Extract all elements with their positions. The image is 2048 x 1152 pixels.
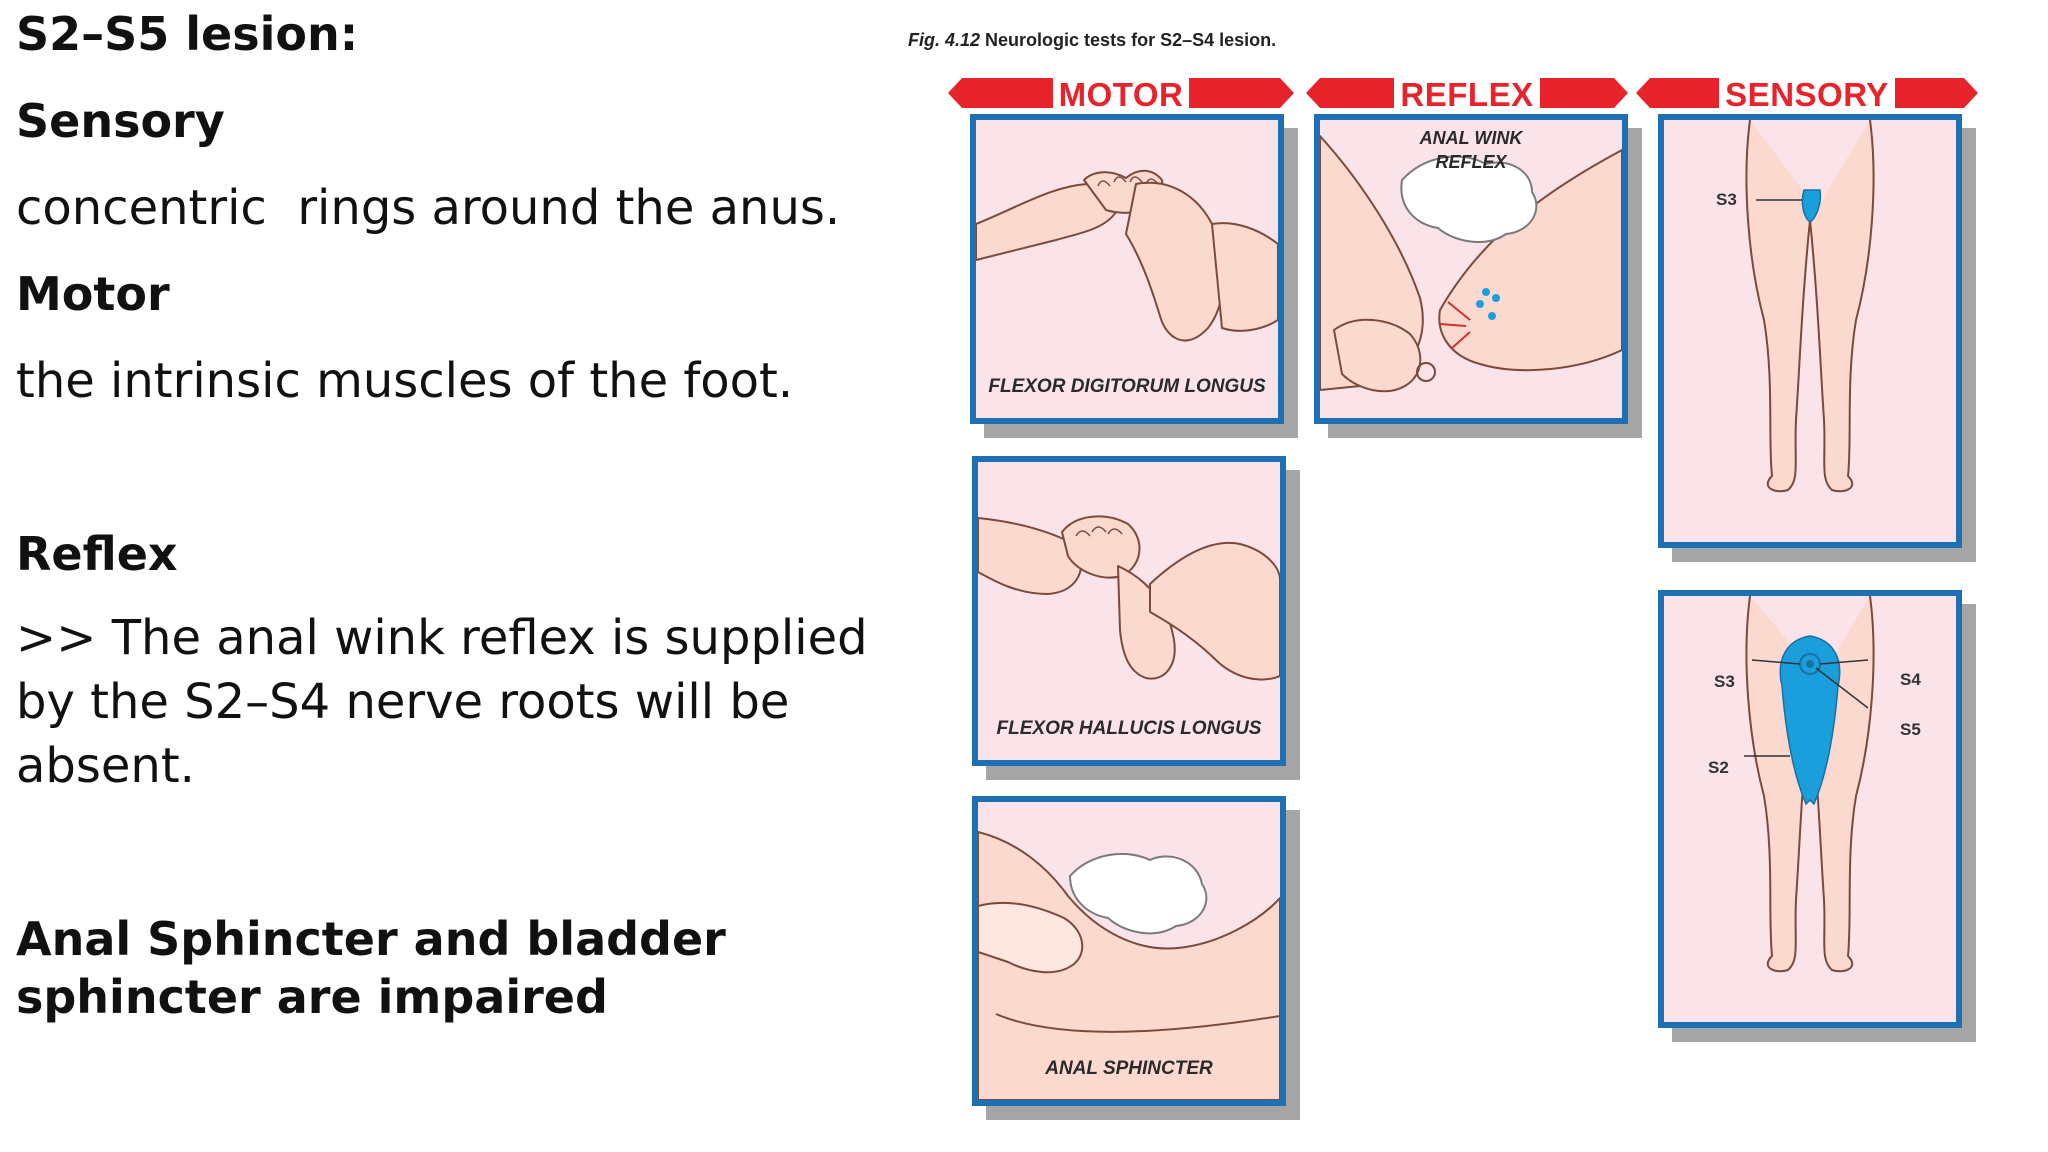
reflex-label-line2: REFLEX: [1435, 152, 1507, 172]
dermatome-label-s3: S3: [1716, 190, 1737, 209]
motor-heading: Motor: [16, 267, 170, 321]
panel-flexor-digitorum-longus: FLEXOR DIGITORUM LONGUS: [970, 114, 1284, 424]
sensory-text: concentric rings around the anus.: [16, 180, 841, 236]
panel-sensory-front: S3: [1658, 114, 1962, 548]
sensory-column-label: SENSORY: [1719, 76, 1895, 113]
dermatome-label-s2: S2: [1708, 758, 1729, 777]
figure-number: Fig. 4.12: [908, 30, 981, 50]
dermatome-label-s3: S3: [1714, 672, 1735, 691]
motor-column-label: MOTOR: [1052, 76, 1190, 113]
slide-title: S2–S5 lesion:: [16, 7, 359, 61]
sensory-heading: Sensory: [16, 94, 225, 148]
legs-front-illustration: [1745, 120, 1875, 493]
hand-foot-illustration: [978, 515, 1280, 681]
legs-back-illustration: [1744, 596, 1875, 973]
panel-label: FLEXOR DIGITORUM LONGUS: [988, 376, 1266, 397]
sphincter-heading: Anal Sphincter and bladder sphincter are…: [16, 912, 726, 1024]
reflex-heading: Reflex: [16, 527, 178, 581]
dermatome-label-s5: S5: [1900, 720, 1921, 739]
panel-anal-sphincter: ANAL SPHINCTER: [972, 796, 1286, 1106]
dermatome-label-s4: S4: [1900, 670, 1921, 689]
figure-caption-text: Neurologic tests for S2–S4 lesion.: [985, 30, 1277, 50]
sensory-column-header: SENSORY: [1636, 76, 1978, 113]
motor-column-header: MOTOR: [948, 76, 1294, 113]
anal-sphincter-illustration: [978, 831, 1280, 1100]
figure-caption: Fig. 4.12 Neurologic tests for S2–S4 les…: [908, 30, 1276, 51]
reflex-column-label: REFLEX: [1394, 76, 1540, 113]
panel-flexor-hallucis-longus: FLEXOR HALLUCIS LONGUS: [972, 456, 1286, 766]
reflex-column-header: REFLEX: [1306, 76, 1628, 113]
panel-label: FLEXOR HALLUCIS LONGUS: [996, 718, 1262, 739]
reflex-text: >> The anal wink reflex is supplied by t…: [16, 610, 868, 794]
hand-foot-illustration: [976, 169, 1278, 342]
panel-sensory-back: S3 S4 S5 S2: [1658, 590, 1962, 1028]
anal-wink-illustration: [1320, 135, 1622, 393]
motor-text: the intrinsic muscles of the foot.: [16, 353, 794, 409]
panel-anal-wink-reflex: ANAL WINK REFLEX: [1314, 114, 1628, 424]
reflex-label-line1: ANAL WINK: [1419, 128, 1523, 148]
panel-label: ANAL SPHINCTER: [1045, 1058, 1213, 1079]
